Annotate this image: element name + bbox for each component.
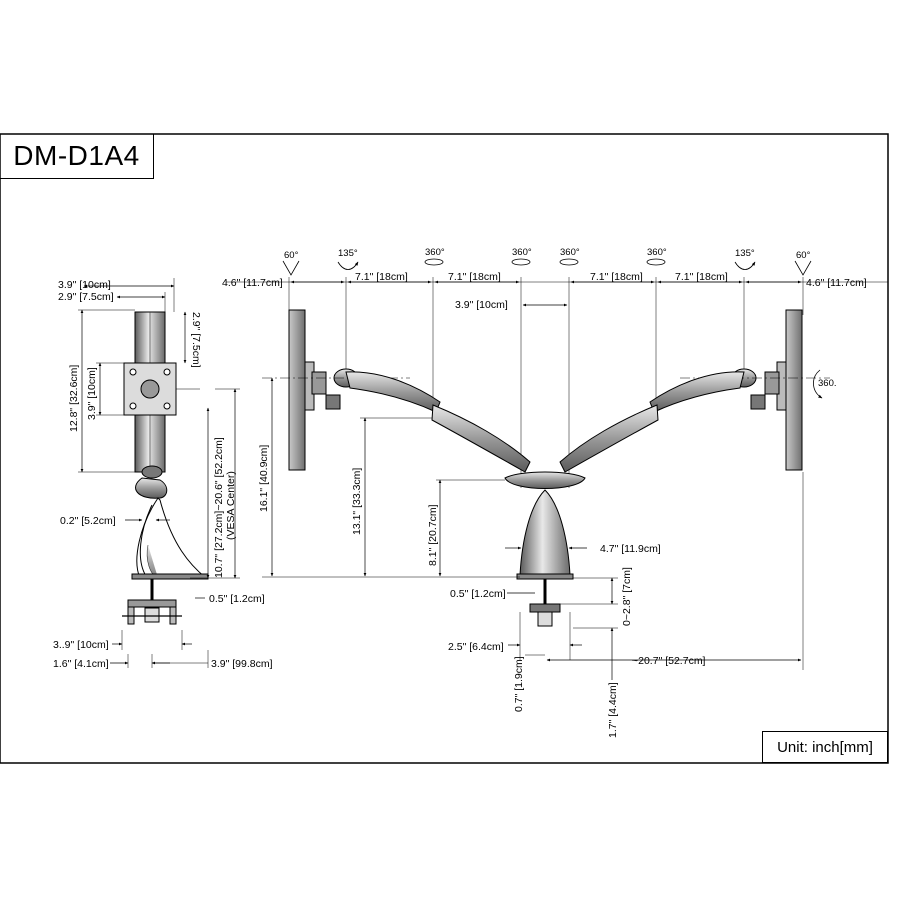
side-view: 3.9" [10cm] 2.9" [7.5cm] 2.9" [7.5cm] 12… — [53, 278, 273, 670]
side-dim-vesa-height-right: 2.9" [7.5cm] — [190, 312, 202, 368]
dim-arm-height: 13.1" [33.3cm] — [351, 468, 363, 535]
dim-left-offset: 4.6" [11.7cm] — [222, 277, 283, 289]
dim-arm2-left: 7.1" [18cm] — [448, 271, 501, 283]
dim-clamp-bottom: 1.7" [4.4cm] — [607, 682, 619, 738]
dim-total-height: 16.1" [40.9cm] — [258, 445, 270, 512]
side-dim-pole-height: 12.8" [32.6cm] — [68, 365, 80, 432]
side-dim-clamp-width: 3..9" [10cm] — [53, 639, 109, 651]
rot-swivel-left: 135° — [338, 248, 358, 259]
rot-tilt-right: 60° — [796, 250, 811, 261]
dim-clamp-range: 0~2.8" [7cm] — [621, 567, 633, 626]
arm-left-lower — [431, 404, 531, 473]
dim-clamp-width: 2.5" [6.4cm] — [448, 641, 504, 653]
monitor-right — [785, 309, 803, 471]
side-dim-vesa-center-range: 10.7" [27.2cm]~20.6" [52.2cm] — [213, 437, 225, 578]
side-arm — [135, 477, 168, 499]
rotation-symbols: 60° 135° 360° 360° 360° 360° 135° 60° 36… — [282, 247, 837, 399]
rot-tilt-left: 60° — [284, 250, 299, 261]
rot-swivel-right: 135° — [735, 248, 755, 259]
side-dim-vesa-center-label: (VESA Center) — [225, 471, 237, 540]
rot-360-3: 360° — [560, 247, 580, 258]
dim-base-thickness: 0.5" [1.2cm] — [450, 588, 506, 600]
rot-screen: 360. — [818, 378, 837, 389]
rot-360-4: 360° — [647, 247, 667, 258]
dim-arm2-right: 7.1" [18cm] — [590, 271, 643, 283]
side-dim-vesa-height-left: 3.9" [10cm] — [86, 367, 98, 420]
dim-center-gap: 3.9" [10cm] — [455, 299, 508, 311]
center-post — [519, 489, 571, 576]
side-dim-top-width: 3.9" [10cm] — [58, 279, 111, 291]
unit-label: Unit: inch[mm] — [762, 731, 888, 763]
dim-clamp-plate: 0.7" [1.9cm] — [513, 656, 525, 712]
dim-right-offset: 4.6" [11.7cm] — [806, 277, 867, 289]
monitor-left — [288, 309, 306, 471]
drawing-frame — [0, 133, 889, 764]
arm-right-upper — [649, 371, 745, 413]
side-dim-base-thickness: 0.5" [1.2cm] — [209, 593, 265, 605]
side-dim-offset: 0.2" [5.2cm] — [60, 515, 116, 527]
arm-right-lower — [559, 404, 659, 473]
center-hub — [504, 471, 586, 489]
dim-arm1-left: 7.1" [18cm] — [355, 271, 408, 283]
side-dim-clamp-right: 3.9" [99.8cm] — [211, 658, 273, 670]
dim-post-height: 8.1" [20.7cm] — [427, 504, 439, 566]
dim-base-width: 4.7" [11.9cm] — [600, 543, 661, 555]
rot-360-1: 360° — [425, 247, 445, 258]
side-dim-vesa-width: 2.9" [7.5cm] — [58, 291, 114, 303]
dim-arm1-right: 7.1" [18cm] — [675, 271, 728, 283]
side-dim-clamp-left: 1.6" [4.1cm] — [53, 658, 109, 670]
front-view: 60° 135° 360° 360° 360° 360° 135° 60° 36… — [222, 247, 888, 738]
rot-360-2: 360° — [512, 247, 532, 258]
model-title: DM-D1A4 — [0, 134, 154, 179]
dim-max-reach: ~20.7" [52.7cm] — [632, 655, 706, 667]
